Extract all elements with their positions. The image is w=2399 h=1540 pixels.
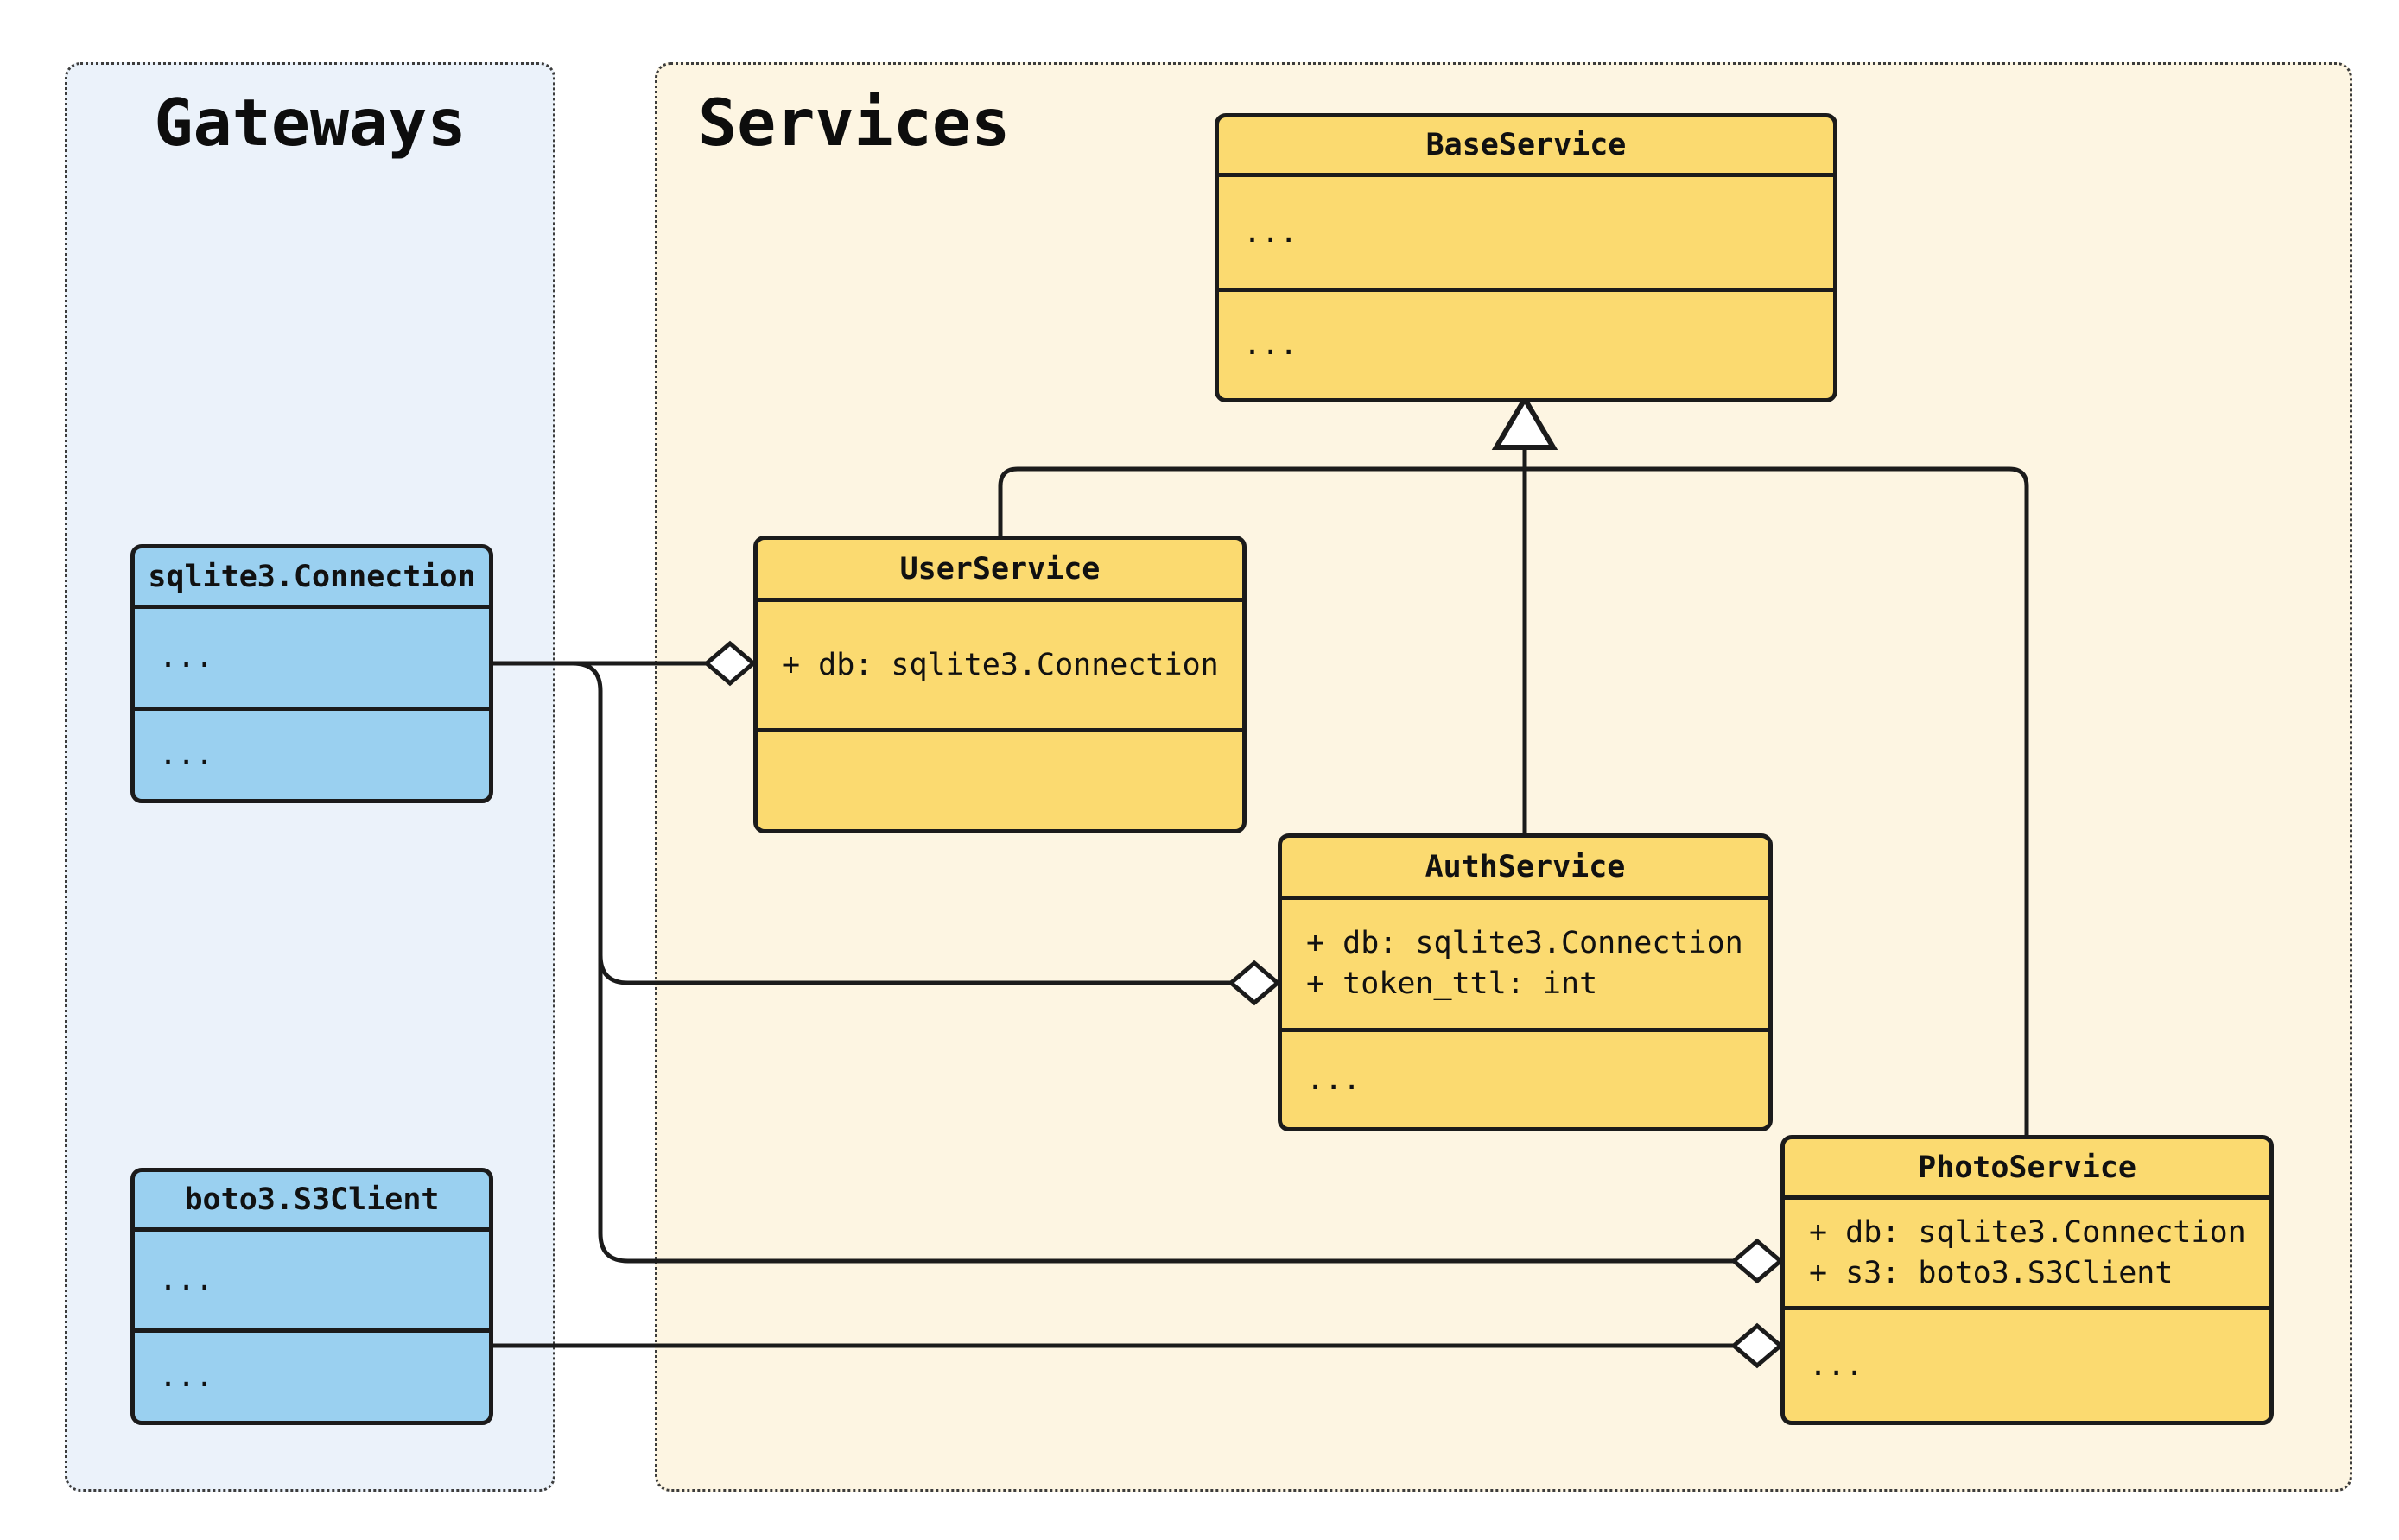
class-baseservice: BaseService ... ...	[1215, 113, 1837, 402]
class-baseservice-methods: ...	[1219, 288, 1833, 398]
aggregation-diamond-photoservice-s3-icon	[1730, 1322, 1784, 1369]
class-sqlite3-connection-methods: ...	[135, 707, 489, 799]
edge-inheritance-rail	[998, 466, 2029, 1135]
aggregation-diamond-userservice-icon	[703, 640, 757, 687]
edge-sqlite-to-authservice	[598, 954, 1231, 985]
edge-sqlite-to-photoservice	[572, 661, 1734, 1264]
class-sqlite3-connection-attributes: ...	[135, 605, 489, 707]
class-authservice-name: AuthService	[1425, 849, 1626, 884]
inheritance-triangle-icon	[1491, 394, 1558, 450]
aggregation-diamond-authservice-icon	[1228, 960, 1281, 1006]
class-userservice: UserService + db: sqlite3.Connection	[753, 536, 1247, 833]
class-photoservice: PhotoService + db: sqlite3.Connection + …	[1780, 1135, 2274, 1425]
class-baseservice-name: BaseService	[1425, 128, 1627, 162]
class-userservice-attributes: + db: sqlite3.Connection	[758, 598, 1242, 728]
class-authservice-attributes: + db: sqlite3.Connection + token_ttl: in…	[1282, 896, 1768, 1028]
class-boto3-s3client-methods: ...	[135, 1328, 489, 1421]
gateways-group-title: Gateways	[154, 85, 466, 161]
class-photoservice-methods: ...	[1785, 1306, 2269, 1421]
class-baseservice-attributes: ...	[1219, 173, 1833, 288]
class-userservice-name: UserService	[899, 551, 1101, 586]
class-photoservice-attributes: + db: sqlite3.Connection + s3: boto3.S3C…	[1785, 1195, 2269, 1306]
class-boto3-s3client-name: boto3.S3Client	[184, 1182, 440, 1217]
services-group-title: Services	[698, 85, 1011, 161]
class-boto3-s3client: boto3.S3Client ... ...	[130, 1168, 493, 1425]
class-authservice-methods: ...	[1282, 1028, 1768, 1127]
class-authservice: AuthService + db: sqlite3.Connection + t…	[1278, 833, 1773, 1131]
class-sqlite3-connection: sqlite3.Connection ... ...	[130, 544, 493, 803]
class-photoservice-name: PhotoService	[1918, 1150, 2136, 1185]
class-boto3-s3client-attributes: ...	[135, 1227, 489, 1328]
aggregation-diamond-photoservice-db-icon	[1730, 1238, 1784, 1284]
class-userservice-methods	[758, 728, 1242, 829]
class-sqlite3-connection-name: sqlite3.Connection	[148, 559, 476, 594]
